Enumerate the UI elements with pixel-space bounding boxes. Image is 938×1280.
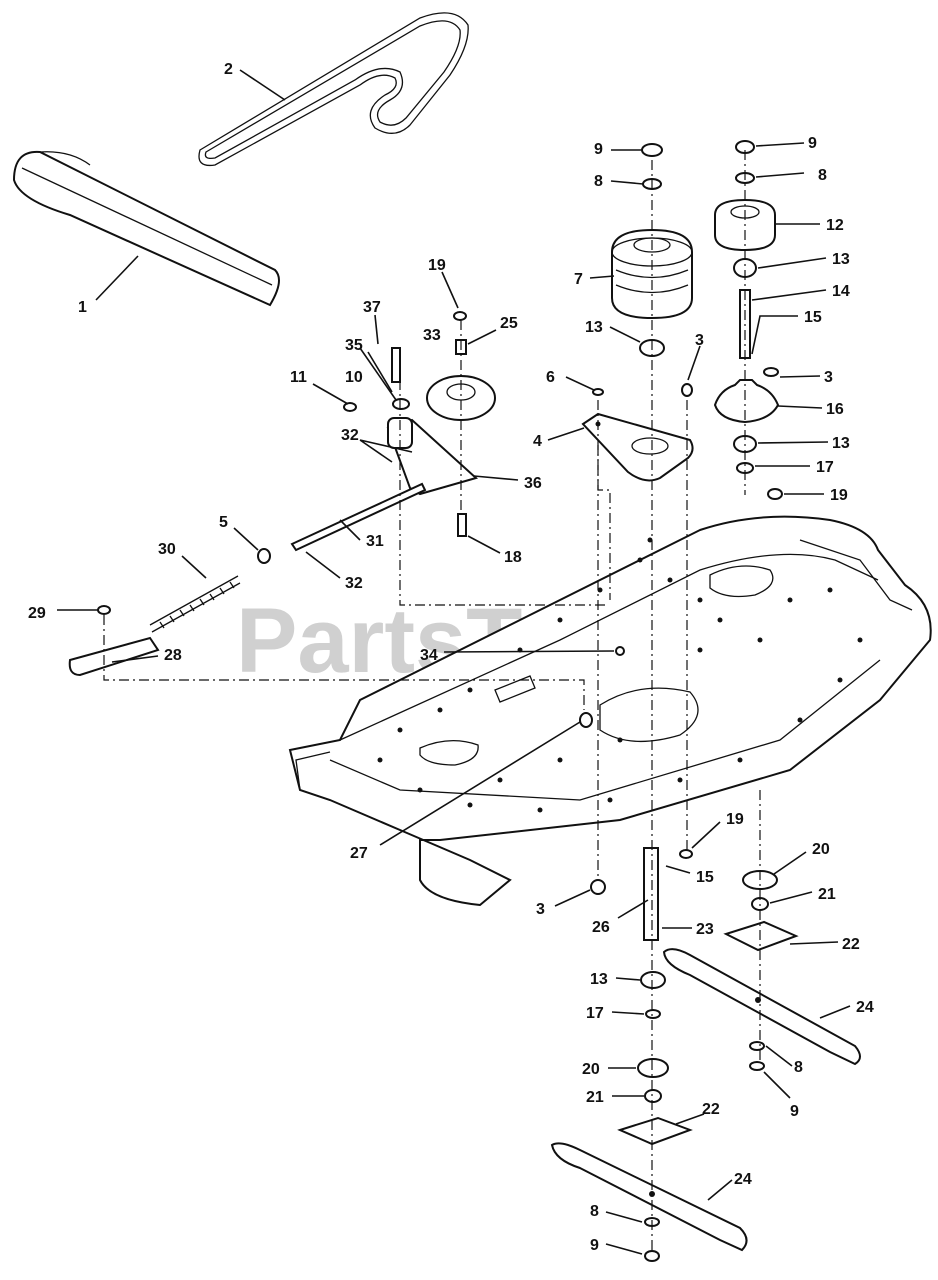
part-4-mounting-plate: [581, 412, 694, 482]
callout-25: 25: [500, 315, 518, 332]
callout-19: 19: [428, 257, 446, 274]
callout-14: 14: [832, 283, 850, 300]
part-19-nut: [767, 488, 783, 500]
callout-26: 26: [592, 919, 610, 936]
part-3-bolt-low: [590, 879, 606, 895]
callout-32: 32: [341, 427, 359, 444]
part-9-nut-top: [641, 143, 663, 157]
callout-8: 8: [818, 167, 827, 184]
part-3-bolt-center: [681, 383, 693, 397]
callout-9: 9: [808, 135, 817, 152]
part-33-idler-pulley: [426, 375, 496, 421]
callout-9: 9: [790, 1103, 799, 1120]
part-27-pivot: [579, 712, 593, 728]
part-24-blade-bottom: [550, 1142, 748, 1252]
callout-28: 28: [164, 647, 182, 664]
part-8-washer-right-low: [749, 1041, 765, 1051]
callout-8: 8: [590, 1203, 599, 1220]
callout-16: 16: [826, 401, 844, 418]
part-29-nut: [97, 605, 111, 615]
part-19-nut-right: [679, 849, 693, 859]
callout-9: 9: [594, 141, 603, 158]
part-16-spindle-housing: [713, 379, 780, 424]
callout-29: 29: [28, 605, 46, 622]
callout-8: 8: [794, 1059, 803, 1076]
callout-21: 21: [586, 1089, 604, 1106]
callout-19: 19: [830, 487, 848, 504]
callout-17: 17: [816, 459, 834, 476]
part-19-nut-idler: [453, 311, 467, 321]
callout-31: 31: [366, 533, 384, 550]
leader-lines: [57, 69, 851, 1255]
part-36-idler-arm: [386, 417, 479, 496]
callout-30: 30: [158, 541, 176, 558]
callout-15: 15: [804, 309, 822, 326]
callout-10: 10: [345, 369, 363, 386]
callout-34: 34: [420, 647, 438, 664]
alignment-lines: [103, 150, 761, 1250]
part-17-spacer-bottom: [645, 1009, 661, 1019]
callout-36: 36: [524, 475, 542, 492]
callout-1: 1: [78, 299, 87, 316]
part-18-bolt: [457, 513, 467, 537]
callout-17: 17: [586, 1005, 604, 1022]
callout-20: 20: [582, 1061, 600, 1078]
callout-9: 9: [590, 1237, 599, 1254]
part-1-deflector: [12, 150, 280, 307]
part-28-bracket: [68, 636, 160, 677]
part-2-belt: [198, 12, 469, 167]
callout-2: 2: [224, 61, 233, 78]
callout-33: 33: [423, 327, 441, 344]
callout-20: 20: [812, 841, 830, 858]
callout-18: 18: [504, 549, 522, 566]
callout-21: 21: [818, 886, 836, 903]
part-37-bolt: [391, 347, 401, 383]
callout-22: 22: [842, 936, 860, 953]
mower-deck-shell: [288, 515, 932, 907]
callout-24: 24: [734, 1171, 752, 1188]
callout-3: 3: [536, 901, 545, 918]
part-30-spring: [149, 575, 241, 633]
callout-35: 35: [345, 337, 363, 354]
callout-15: 15: [696, 869, 714, 886]
callout-13: 13: [590, 971, 608, 988]
part-21-hub-bottom: [644, 1089, 662, 1103]
callout-37: 37: [363, 299, 381, 316]
callout-8: 8: [594, 173, 603, 190]
callout-11: 11: [290, 369, 307, 386]
callout-19: 19: [726, 811, 744, 828]
callout-22: 22: [702, 1101, 720, 1118]
callout-6: 6: [546, 369, 555, 386]
callout-7: 7: [574, 271, 583, 288]
callout-13: 13: [585, 319, 603, 336]
callout-27: 27: [350, 845, 368, 862]
part-20-hub-bottom: [637, 1058, 669, 1078]
part-31-rod: [290, 482, 427, 552]
callout-3: 3: [695, 332, 704, 349]
callout-4: 4: [533, 433, 542, 450]
part-9-nut-bottom: [644, 1250, 660, 1262]
part-22-adapter-bottom: [617, 1116, 693, 1146]
part-11-bolt: [343, 402, 357, 412]
callout-24: 24: [856, 999, 874, 1016]
callout-3: 3: [824, 369, 833, 386]
part-6-bolt: [592, 388, 604, 396]
part-22-adapter-right: [723, 920, 799, 952]
part-3-bolt-right: [763, 367, 779, 377]
part-9-nut-right-low: [749, 1061, 765, 1071]
callout-13: 13: [832, 251, 850, 268]
callout-32: 32: [345, 575, 363, 592]
part-13-bearing-bottom: [640, 971, 666, 989]
part-34-bolt: [615, 646, 625, 656]
callout-5: 5: [219, 514, 228, 531]
part-10-washer: [392, 398, 410, 410]
callout-labels: 1 2 9 8 7 13 9 8 12 13 14 15 3 16 13 17 …: [28, 61, 874, 1254]
callout-13: 13: [832, 435, 850, 452]
part-26-spindle-shaft: [643, 847, 659, 941]
part-5-washer: [257, 548, 271, 564]
callout-23: 23: [696, 921, 714, 938]
callout-12: 12: [826, 217, 844, 234]
